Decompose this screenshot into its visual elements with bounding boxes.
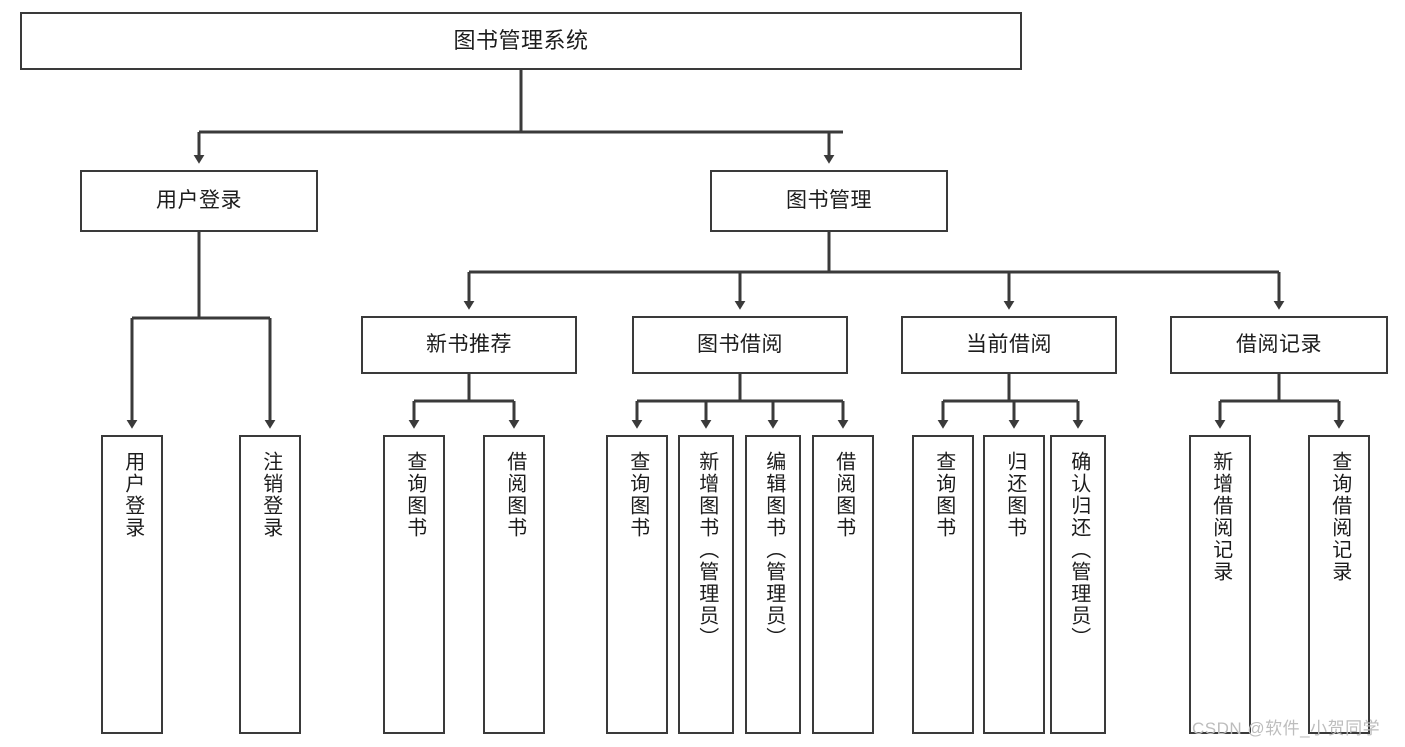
node-leaf-borrow-add-book-label: 新增图书（管理员） — [695, 451, 718, 649]
node-leaf-current-confirm-return-label: 确认归还（管理员） — [1067, 451, 1090, 649]
node-leaf-borrow-add-book[interactable]: 新增图书（管理员） — [678, 435, 734, 734]
node-root-label: 图书管理系统 — [453, 27, 589, 53]
node-leaf-user-logout-label: 注销登录 — [259, 451, 282, 539]
node-user-login-module[interactable]: 用户登录 — [80, 170, 318, 232]
node-leaf-borrow-query[interactable]: 查询图书 — [606, 435, 668, 734]
node-leaf-current-return[interactable]: 归还图书 — [983, 435, 1045, 734]
node-leaf-borrow-book-label: 借阅图书 — [832, 451, 855, 539]
node-leaf-record-query[interactable]: 查询借阅记录 — [1308, 435, 1370, 734]
node-leaf-borrow-query-label: 查询图书 — [626, 451, 649, 539]
node-leaf-user-logout[interactable]: 注销登录 — [239, 435, 301, 734]
node-book-borrow-label: 图书借阅 — [697, 333, 783, 357]
node-user-login-module-label: 用户登录 — [156, 189, 242, 213]
node-leaf-borrow-book[interactable]: 借阅图书 — [812, 435, 874, 734]
node-new-book-recommend[interactable]: 新书推荐 — [361, 316, 577, 374]
node-leaf-newbook-query[interactable]: 查询图书 — [383, 435, 445, 734]
node-leaf-newbook-borrow[interactable]: 借阅图书 — [483, 435, 545, 734]
node-book-management-module[interactable]: 图书管理 — [710, 170, 948, 232]
node-current-borrow[interactable]: 当前借阅 — [901, 316, 1117, 374]
node-leaf-record-query-label: 查询借阅记录 — [1328, 451, 1351, 583]
node-root[interactable]: 图书管理系统 — [20, 12, 1022, 70]
node-new-book-recommend-label: 新书推荐 — [426, 333, 512, 357]
node-leaf-record-add-label: 新增借阅记录 — [1209, 451, 1232, 583]
node-book-management-module-label: 图书管理 — [786, 189, 872, 213]
node-leaf-record-add[interactable]: 新增借阅记录 — [1189, 435, 1251, 734]
node-leaf-borrow-edit-book[interactable]: 编辑图书（管理员） — [745, 435, 801, 734]
node-leaf-borrow-edit-book-label: 编辑图书（管理员） — [762, 451, 785, 649]
node-book-borrow[interactable]: 图书借阅 — [632, 316, 848, 374]
node-leaf-current-confirm-return[interactable]: 确认归还（管理员） — [1050, 435, 1106, 734]
node-leaf-current-return-label: 归还图书 — [1003, 451, 1026, 539]
node-borrow-record-label: 借阅记录 — [1236, 333, 1322, 357]
csdn-watermark: CSDN @软件_小贺同学 — [1192, 719, 1381, 738]
node-borrow-record[interactable]: 借阅记录 — [1170, 316, 1388, 374]
node-current-borrow-label: 当前借阅 — [966, 333, 1052, 357]
node-leaf-newbook-borrow-label: 借阅图书 — [503, 451, 526, 539]
node-leaf-user-login[interactable]: 用户登录 — [101, 435, 163, 734]
node-leaf-newbook-query-label: 查询图书 — [403, 451, 426, 539]
node-leaf-current-query-label: 查询图书 — [932, 451, 955, 539]
node-leaf-current-query[interactable]: 查询图书 — [912, 435, 974, 734]
node-leaf-user-login-label: 用户登录 — [121, 451, 144, 539]
